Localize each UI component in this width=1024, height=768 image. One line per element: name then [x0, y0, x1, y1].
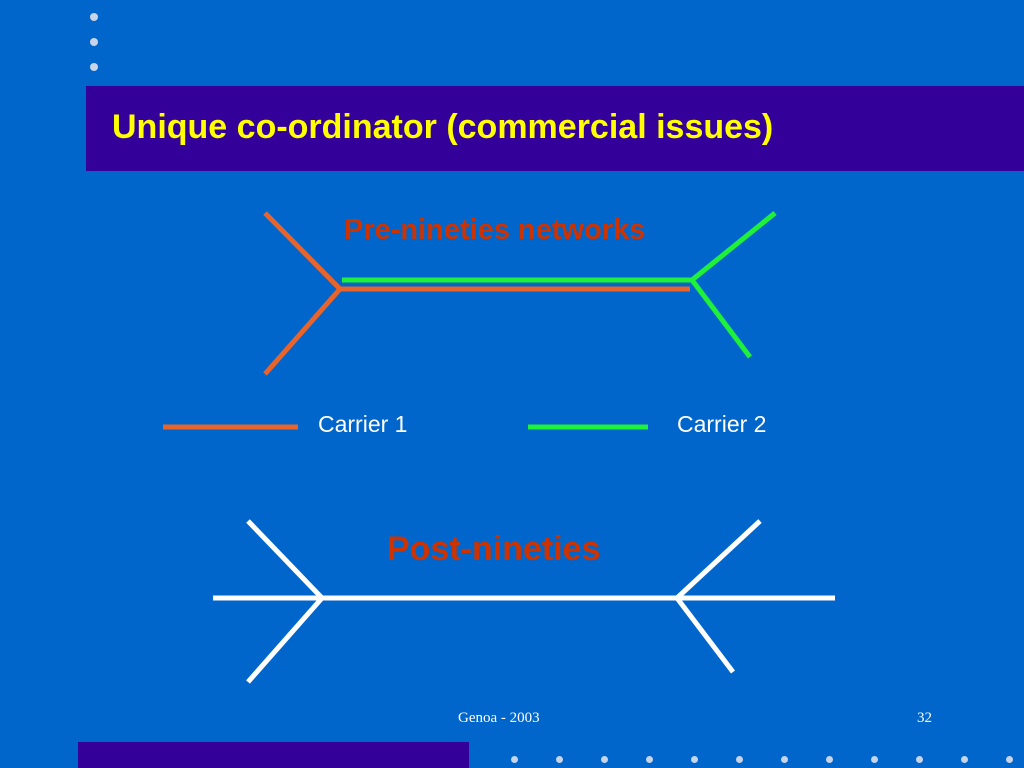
decor-dot [871, 756, 878, 763]
page-number: 32 [917, 710, 932, 726]
post-left-branch-lower [246, 596, 324, 684]
page-title: Unique co-ordinator (commercial issues) [112, 108, 774, 146]
post-nineties-label: Post-nineties [387, 530, 601, 568]
pre-nineties-label: Pre-nineties networks [344, 214, 646, 246]
decor-dot [961, 756, 968, 763]
decor-dot [646, 756, 653, 763]
decor-dot [511, 756, 518, 763]
decor-dot [1006, 756, 1013, 763]
carrier2-network [342, 211, 777, 359]
post-right-branch-lower [675, 596, 735, 674]
carrier2-branch-upper [690, 211, 777, 282]
footer-bar [78, 742, 469, 768]
decor-dot [781, 756, 788, 763]
decor-dot [556, 756, 563, 763]
title-bar [86, 86, 1024, 171]
decor-dot [916, 756, 923, 763]
carrier1-branch-lower [263, 287, 342, 376]
decor-dot [90, 38, 98, 46]
post-nineties-network [213, 519, 835, 684]
decor-dot [90, 63, 98, 71]
decor-dot [826, 756, 833, 763]
decor-dot [736, 756, 743, 763]
post-right-branch-upper [675, 519, 762, 600]
carrier2-branch-lower [690, 278, 752, 359]
legend-label-carrier2: Carrier 2 [677, 411, 767, 437]
decor-dot [601, 756, 608, 763]
carrier1-branch-upper [263, 211, 342, 291]
decor-dot [90, 13, 98, 21]
decor-dot [691, 756, 698, 763]
post-left-branch-upper [246, 519, 324, 600]
footer-text: Genoa - 2003 [458, 710, 540, 726]
legend-label-carrier1: Carrier 1 [318, 411, 408, 437]
carrier1-network [263, 211, 690, 376]
